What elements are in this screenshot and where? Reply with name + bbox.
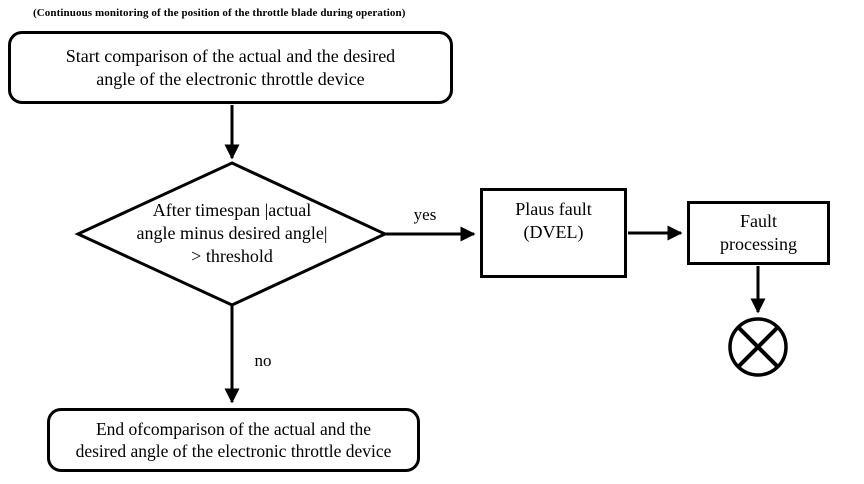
node-decision-label: After timespan |actual angle minus desir… [136,200,328,266]
node-plaus-fault-label: Plaus fault (DVEL) [515,199,592,242]
node-plaus-fault: Plaus fault (DVEL) [480,188,627,278]
node-fault-processing: Fault processing [687,201,830,265]
node-start: Start comparison of the actual and the d… [8,31,453,104]
node-start-label: Start comparison of the actual and the d… [65,45,396,89]
edge-label-yes: yes [413,205,437,224]
edge-label-no: no [254,351,272,370]
circled-x-icon [728,317,788,377]
node-end-label: End ofcomparison of the actual and the d… [75,418,392,461]
node-end: End ofcomparison of the actual and the d… [47,408,420,472]
node-fault-processing-label: Fault processing [720,211,797,254]
annotation-text: (Continuous monitoring of the position o… [33,7,406,19]
